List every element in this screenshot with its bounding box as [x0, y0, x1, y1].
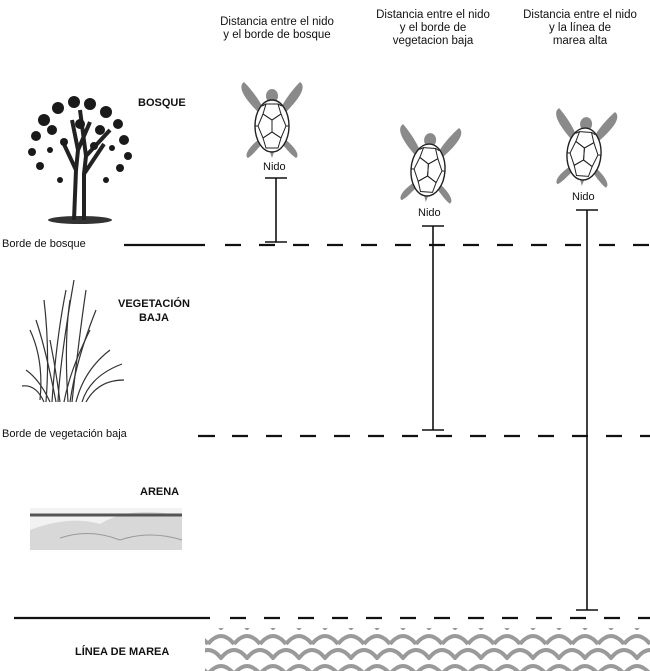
distance-bar-vegetation [422, 226, 444, 430]
grass-icon [22, 280, 124, 402]
turtle-icon-1 [241, 82, 302, 158]
turtle-icon-2 [395, 124, 461, 204]
waves-icon [205, 628, 650, 671]
distance-bar-tide [576, 210, 598, 610]
forest-tree-icon [28, 96, 132, 224]
distance-bar-forest [265, 178, 287, 242]
turtle-icon-3 [551, 108, 617, 188]
sand-dunes-icon [30, 508, 182, 550]
